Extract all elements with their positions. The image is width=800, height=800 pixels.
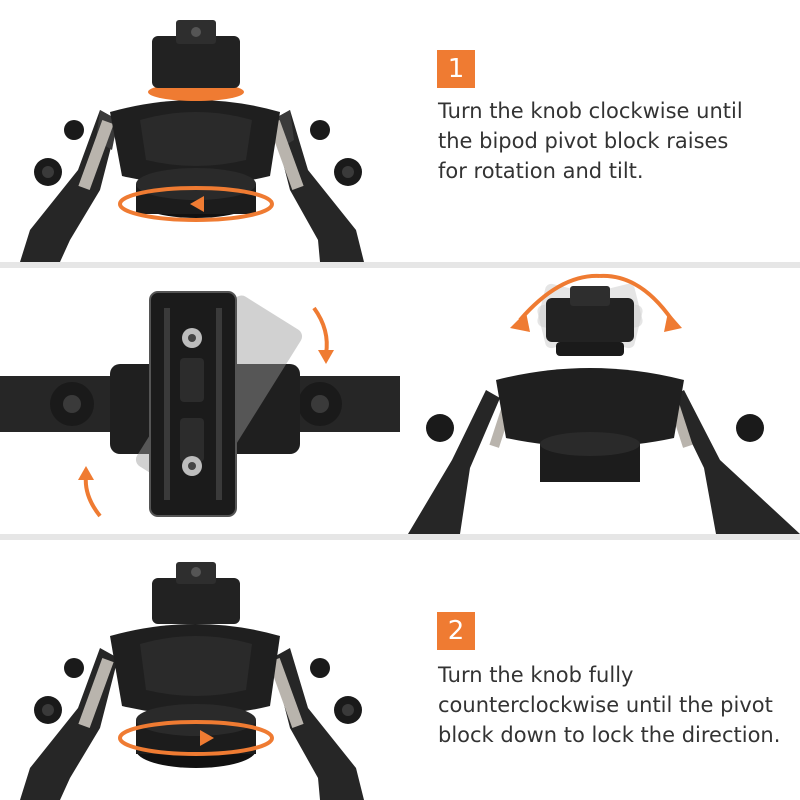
orange-curved-arrow-icon: [599, 273, 682, 332]
bipod-raised-photo: [20, 20, 364, 262]
rail-clamp: [152, 20, 240, 88]
orange-circular-arrow-icon: [118, 720, 274, 756]
step-1-panel: 1 Turn the knob clockwise until the bipo…: [0, 0, 800, 262]
tension-knob: [136, 704, 256, 768]
step-2-line-2: counterclockwise until the pivot: [438, 693, 773, 717]
step-2-panel: 2 Turn the knob fully counterclockwise u…: [0, 540, 800, 800]
step-1-description: Turn the knob clockwise until the bipod …: [438, 96, 798, 186]
bipod-tilt-view: [408, 283, 800, 534]
orange-circular-arrow-icon: [118, 186, 274, 222]
step-2-description: Turn the knob fully counterclockwise unt…: [438, 660, 798, 750]
divider: [0, 262, 800, 268]
step-1-line-3: for rotation and tilt.: [438, 159, 644, 183]
step-2-line-1: Turn the knob fully: [438, 663, 634, 687]
bipod-top-view: [0, 291, 400, 517]
orange-curved-arrow-icon: [510, 273, 601, 332]
rail-clamp: [152, 562, 240, 624]
step-1-line-1: Turn the knob clockwise until: [438, 99, 743, 123]
step-1-line-2: the bipod pivot block raises: [438, 129, 729, 153]
tension-knob: [136, 168, 256, 218]
step-2-line-3: block down to lock the direction.: [438, 723, 781, 747]
bipod-locked-photo: [20, 562, 364, 800]
rotation-tilt-panel: [0, 268, 800, 534]
orange-curved-arrow-icon: [78, 466, 102, 518]
bipod-left-leg: [20, 110, 118, 262]
bipod-left-leg: [20, 648, 118, 800]
bipod-right-leg: [268, 648, 364, 800]
step-1-badge: 1: [437, 50, 475, 88]
orange-curved-arrow-icon: [312, 306, 334, 364]
step-2-badge: 2: [437, 612, 475, 650]
pivot-block: [110, 100, 280, 185]
rotation-tilt-photo: [0, 273, 800, 534]
divider: [0, 534, 800, 540]
bipod-right-leg: [268, 110, 364, 262]
pivot-block: [110, 624, 280, 715]
